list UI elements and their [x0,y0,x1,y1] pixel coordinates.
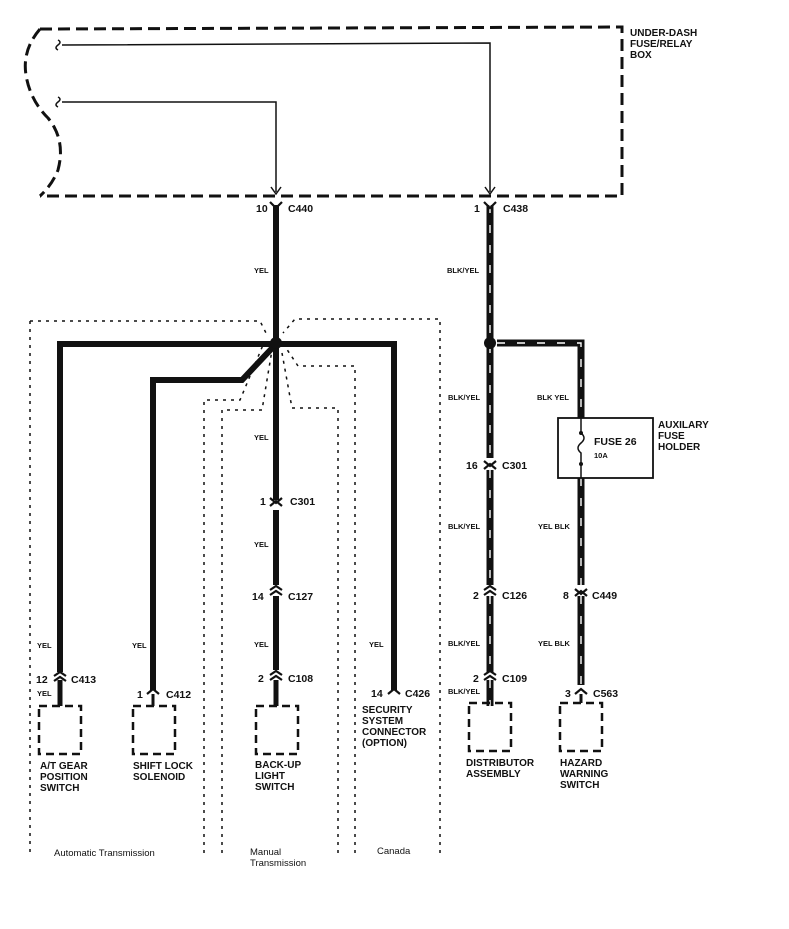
c301-left-name: C301 [290,496,315,508]
fuse-box-label: UNDER-DASH FUSE/RELAY BOX [630,28,700,61]
c126-pin: 2 [473,590,479,602]
aux-fuse-holder [557,417,654,479]
wire-label-blk-yel: BLK/YEL [448,393,481,402]
c301-right-pin: 16 [466,460,478,472]
fuse-box-internal-wires [55,39,496,196]
security-system-connector-label: SECURITY SYSTEM CONNECTOR (OPTION) [362,705,429,749]
c440-name: C440 [288,203,313,215]
shift-lock-solenoid-box [131,704,177,756]
fuse-26-label: FUSE 26 [594,436,637,448]
automatic-transmission-box [29,320,267,853]
yel-wires [57,205,397,706]
wire-label-yel: YEL [254,640,269,649]
section-boxes [29,318,441,853]
manual-transmission-box [221,349,339,853]
shift-lock-solenoid-label: SHIFT LOCK SOLENOID [133,761,196,783]
canada-box [282,318,441,853]
c563-pin: 3 [565,688,571,700]
c413-symbol [53,670,67,682]
c440-symbol [269,201,283,210]
fuse-relay-box [23,25,624,198]
aux-fuse-holder-label: AUXILARY FUSE HOLDER [658,420,711,453]
c563-symbol [574,687,588,695]
wire-label-yel: YEL [254,266,269,275]
canada-label: Canada [377,846,411,857]
distributor-assembly-box [467,701,513,753]
wire-label-blk-yel: BLK/YEL [447,266,480,275]
c438-pin: 1 [474,203,480,215]
wire-label-blk-yel: BLK YEL [537,393,569,402]
c301-right-name: C301 [502,460,527,472]
automatic-transmission-label: Automatic Transmission [54,848,155,859]
c301-right-symbol [483,460,497,470]
manual-transmission-label: Manual Transmission [250,847,306,869]
c413-name: C413 [71,674,96,686]
hazard-warning-switch-box [558,701,604,753]
c109-name: C109 [502,673,527,685]
wire-label-yel-blk: YEL BLK [538,639,571,648]
wire-label-yel: YEL [37,641,52,650]
wire-label-yel-blk: YEL BLK [538,522,571,531]
wire-label-blk-yel: BLK/YEL [448,639,481,648]
blk-yel-wires [486,205,585,706]
component-boxes [37,701,604,756]
c109-pin: 2 [473,673,479,685]
connector-symbols [53,201,588,695]
wire-label-blk-yel: BLK/YEL [448,687,481,696]
c413-pin: 12 [36,674,48,686]
wire-label-yel: YEL [37,689,52,698]
c126-symbol [483,584,497,596]
wire-label-blk-yel: BLK/YEL [448,522,481,531]
c426-pin: 14 [371,688,383,700]
c127-symbol [269,584,283,596]
c449-symbol [574,588,588,597]
wire-label-yel: YEL [254,540,269,549]
c438-name: C438 [503,203,528,215]
c127-name: C127 [288,591,313,603]
c426-symbol [387,687,401,695]
c108-symbol [269,669,283,681]
wire-label-yel: YEL [369,640,384,649]
c108-name: C108 [288,673,313,685]
splice-point-yel [270,337,282,349]
fuse-rating: 10A [594,451,608,460]
backup-light-switch-box [254,704,300,756]
distributor-assembly-label: DISTRIBUTOR ASSEMBLY [466,758,537,780]
c109-symbol [483,669,497,681]
hazard-warning-switch-label: HAZARD WARNING SWITCH [560,758,611,791]
c412-pin: 1 [137,689,143,701]
c301-left-pin: 1 [260,496,266,508]
splice-point-blk-yel [484,337,496,349]
c426-name: C426 [405,688,430,700]
at-gear-switch-box [37,704,83,756]
c449-pin: 8 [563,590,569,602]
c412-symbol [146,687,160,695]
c440-pin: 10 [256,203,268,215]
fuse-icon [577,418,585,478]
c301-left-symbol [269,497,283,507]
c438-symbol [483,201,497,210]
c126-name: C126 [502,590,527,602]
c449-name: C449 [592,590,617,602]
wire-label-yel: YEL [132,641,147,650]
c127-pin: 14 [252,591,264,603]
wire-label-yel: YEL [254,433,269,442]
c108-pin: 2 [258,673,264,685]
backup-light-switch-label: BACK-UP LIGHT SWITCH [255,760,304,793]
at-gear-position-switch-label: A/T GEAR POSITION SWITCH [40,761,91,794]
c563-name: C563 [593,688,618,700]
c412-name: C412 [166,689,191,701]
